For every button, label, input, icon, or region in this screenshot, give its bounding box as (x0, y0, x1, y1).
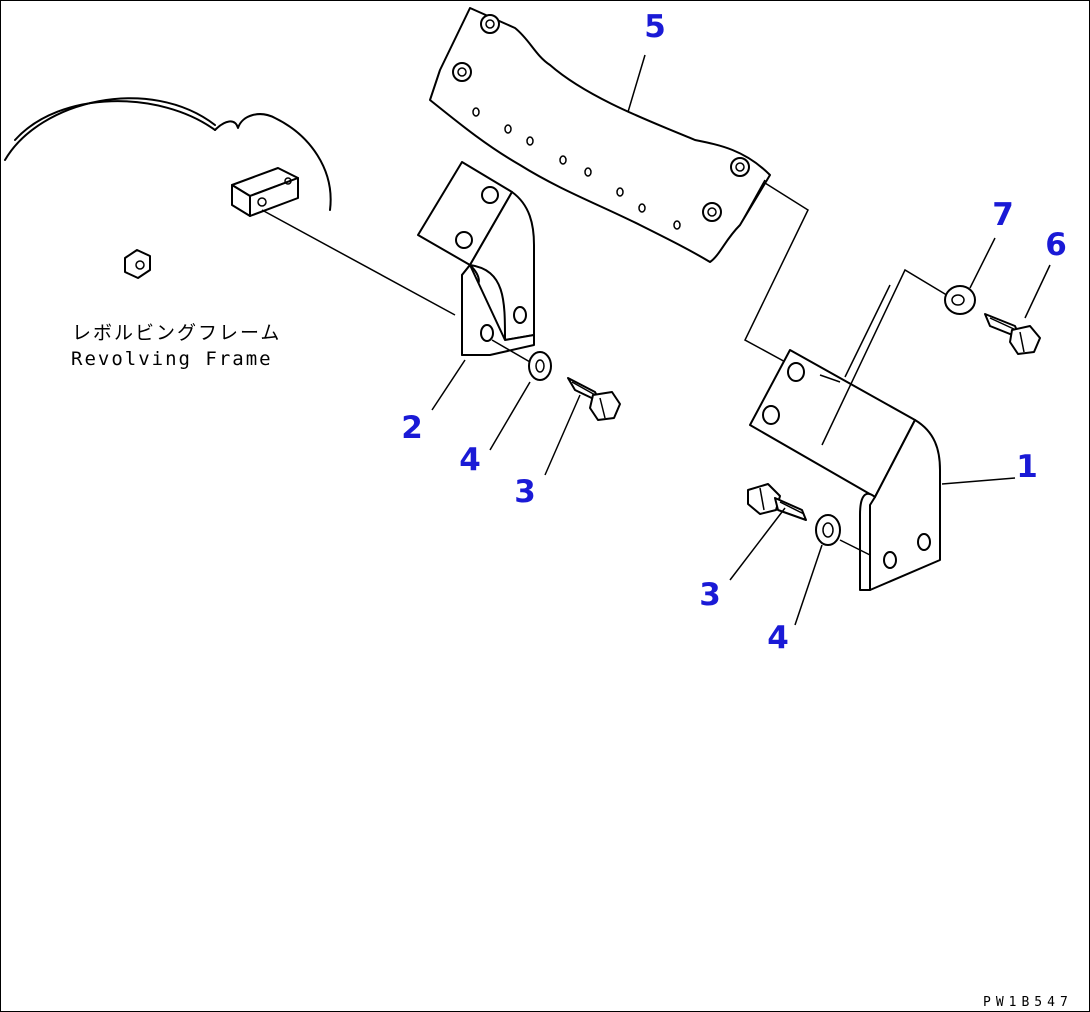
bracket-2 (417, 161, 535, 356)
callout-3-left: 3 (514, 474, 536, 510)
callout-1: 1 (1016, 449, 1038, 485)
revolving-frame-outline (4, 97, 332, 211)
frame-label-jp: レボルビングフレーム (72, 322, 281, 344)
callout-4-right: 4 (767, 620, 789, 656)
bolt-right (747, 483, 807, 521)
frame-label-en: Revolving Frame (71, 348, 273, 370)
frame-nut (124, 249, 151, 279)
drawing-id: PW1B547 (983, 995, 1073, 1010)
frame-mount-block (231, 167, 299, 217)
leader-bracket2-to-washer (491, 339, 531, 363)
washer-7 (944, 285, 976, 315)
callout-7: 7 (992, 197, 1014, 233)
callout-leaders (431, 54, 1051, 626)
bolt-left (567, 377, 621, 421)
bracket-1 (749, 349, 941, 591)
leader-washer7-aux (844, 284, 891, 378)
bolt-6 (984, 313, 1041, 355)
plate-5 (429, 7, 771, 263)
leader-washer7-to-bracket1 (821, 268, 951, 446)
leader-plate5-to-bracket1 (744, 182, 809, 371)
callout-4-left: 4 (459, 442, 481, 478)
callout-2: 2 (401, 410, 423, 446)
leader-block-to-bracket2 (261, 209, 456, 316)
leader-washer-right-to-bracket1 (839, 539, 871, 556)
washer-right (815, 514, 841, 546)
callout-6: 6 (1045, 227, 1067, 263)
callout-5: 5 (644, 9, 666, 45)
callout-3-right: 3 (699, 577, 721, 613)
washer-left (528, 351, 552, 381)
